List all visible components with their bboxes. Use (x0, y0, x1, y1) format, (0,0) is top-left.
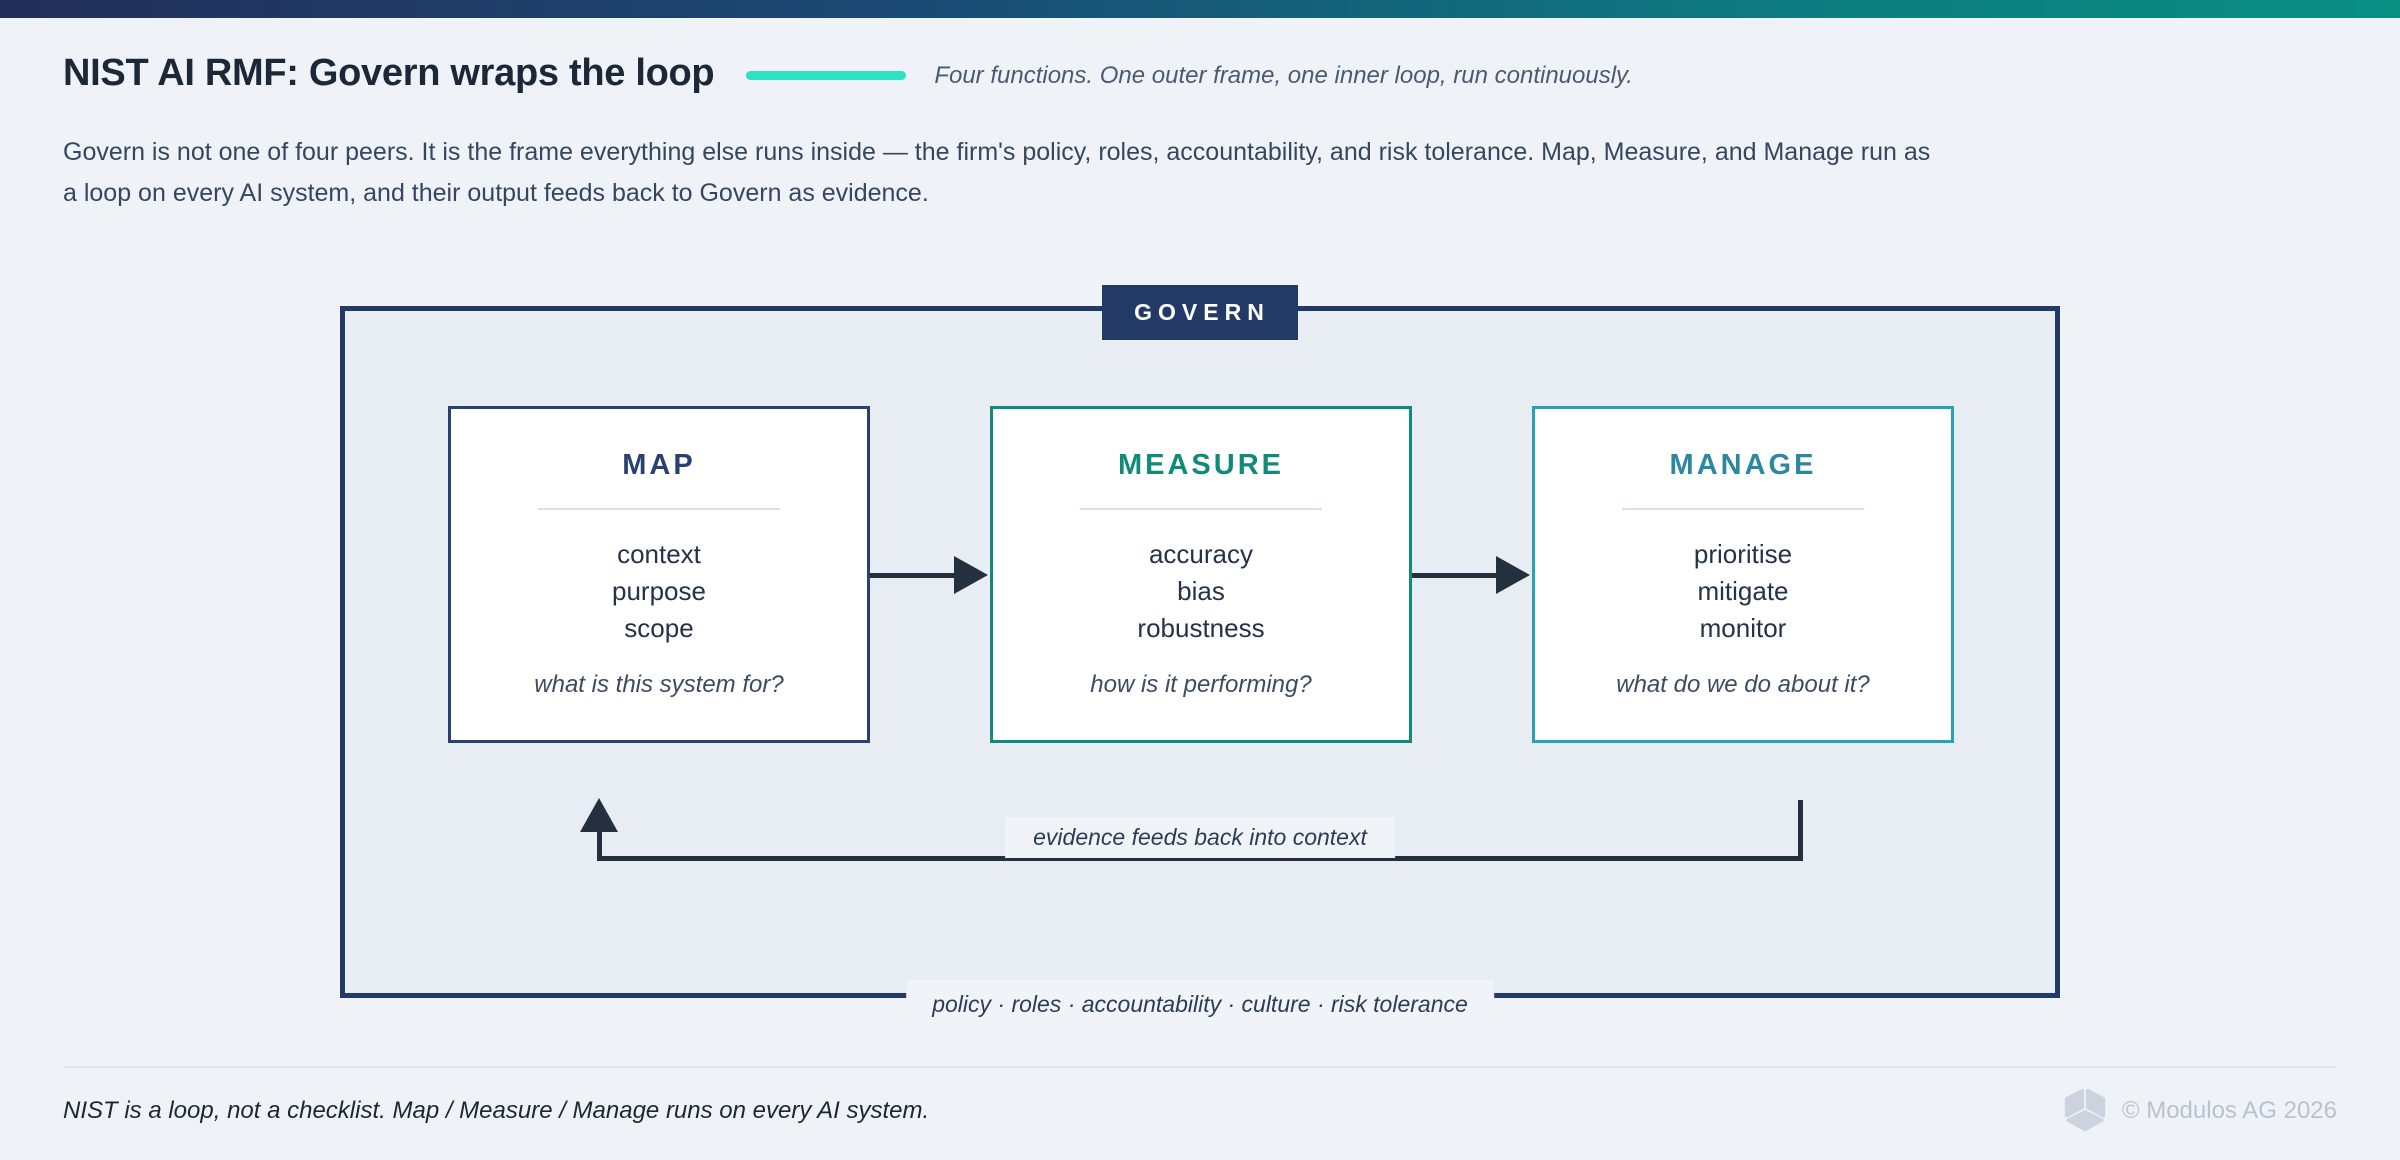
feedback-arrow-right-segment (1798, 800, 1803, 861)
function-box-map: MAP context purpose scope what is this s… (448, 406, 870, 743)
copyright-text: © Modulos AG 2026 (2121, 1097, 2337, 1124)
measure-title: MEASURE (1117, 449, 1284, 481)
measure-item: accuracy (1148, 539, 1254, 569)
govern-footer-label: policy · roles · accountability · cultur… (906, 980, 1494, 1029)
manage-item: prioritise (1693, 539, 1793, 569)
footer-note: NIST is a loop, not a checklist. Map / M… (63, 1097, 930, 1124)
arrow-up-icon (580, 798, 618, 832)
measure-item: bias (1177, 576, 1225, 606)
measure-divider (1080, 508, 1322, 510)
map-item: purpose (612, 576, 706, 606)
footer-brand: © Modulos AG 2026 (2062, 1088, 2337, 1134)
map-question: what is this system for? (534, 671, 784, 698)
page-title: NIST AI RMF: Govern wraps the loop (63, 52, 715, 94)
arrow-right-icon (954, 556, 988, 594)
feedback-label: evidence feeds back into context (1005, 817, 1395, 858)
map-item: scope (624, 613, 694, 643)
map-items: context purpose scope (451, 536, 867, 647)
cube-logo-icon (2064, 1088, 2106, 1132)
manage-item: mitigate (1697, 576, 1789, 606)
footer-divider (63, 1066, 2337, 1068)
manage-title: MANAGE (1669, 449, 1817, 481)
title-accent-dash (746, 71, 907, 80)
govern-tab-label: GOVERN (1102, 285, 1298, 340)
arrow-map-to-measure-line (870, 573, 960, 578)
manage-divider (1622, 508, 1864, 510)
map-item: context (617, 539, 701, 569)
function-box-measure: MEASURE accuracy bias robustness how is … (990, 406, 1412, 743)
map-divider (538, 508, 780, 510)
measure-item: robustness (1137, 613, 1265, 643)
measure-question: how is it performing? (1090, 671, 1312, 698)
manage-question: what do we do about it? (1616, 671, 1870, 698)
header: NIST AI RMF: Govern wraps the loop Four … (63, 52, 1633, 95)
measure-items: accuracy bias robustness (993, 536, 1409, 647)
intro-paragraph: Govern is not one of four peers. It is t… (63, 138, 1931, 207)
map-title: MAP (622, 449, 696, 481)
feedback-arrow-left-segment (597, 828, 602, 861)
top-gradient-bar (0, 0, 2400, 18)
manage-items: prioritise mitigate monitor (1535, 536, 1951, 647)
function-box-manage: MANAGE prioritise mitigate monitor what … (1532, 406, 1954, 743)
page-subtitle: Four functions. One outer frame, one inn… (934, 61, 1633, 89)
arrow-measure-to-manage-line (1412, 573, 1502, 578)
arrow-right-icon (1496, 556, 1530, 594)
feedback-arrow-bottom-segment (597, 856, 1803, 861)
manage-item: monitor (1699, 613, 1787, 643)
